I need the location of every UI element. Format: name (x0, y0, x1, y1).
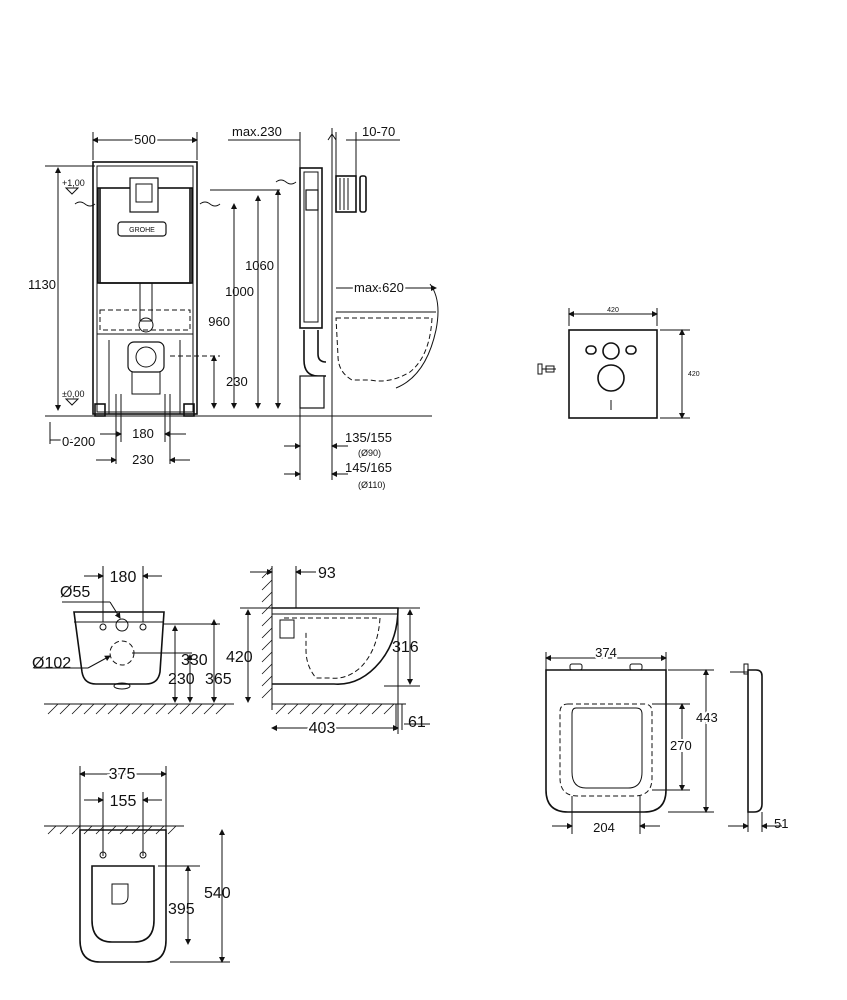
dim-height-total: 1130 (28, 277, 56, 292)
frame-front-view: GROHE 500 1130 +1,00 ±0,00 (28, 130, 432, 467)
dim-projection: max.620 (354, 280, 404, 295)
dim-side-depth: 403 (309, 720, 336, 737)
dim-bowl-h365: 365 (205, 671, 232, 688)
brand-logo-text: GROHE (129, 227, 155, 234)
dim-pipe-90: 135/155 (345, 430, 392, 445)
dim-spacing-230: 230 (132, 452, 154, 467)
dim-bowl-hole-spacing: 180 (110, 569, 137, 586)
dim-seat-length: 443 (696, 710, 718, 725)
dim-frame-width: 500 (134, 132, 156, 147)
level-zero-label: ±0,00 (62, 389, 84, 399)
dim-pipe-90-dia: (Ø90) (358, 448, 381, 458)
dim-side-height: 420 (226, 649, 253, 666)
bowl-front-view: 180 Ø55 Ø102 330 230 365 (32, 566, 234, 715)
dim-top-width: 375 (109, 766, 136, 783)
dim-top-hole-spacing: 155 (110, 793, 137, 810)
dim-bowl-h230: 230 (168, 671, 195, 688)
dim-seat-inner-length: 270 (670, 738, 692, 753)
floor-hatch (47, 703, 227, 715)
dim-height-960: 960 (208, 314, 230, 329)
frame-side-view: max.230 10-70 max.620 135/155 (Ø90) 145/… (228, 124, 439, 490)
dim-height-1060: 1060 (245, 258, 274, 273)
level-top-label: +1,00 (62, 178, 85, 188)
dim-hole-dia-small: Ø55 (60, 584, 90, 601)
dim-side-bottom: 61 (408, 714, 426, 731)
dim-seat-thickness: 51 (774, 816, 788, 831)
dim-depth-max: max.230 (232, 124, 282, 139)
dim-pipe-110-dia: (Ø110) (358, 480, 385, 490)
dim-side-rim: 316 (392, 639, 419, 656)
dim-seat-width: 374 (595, 645, 617, 660)
dim-seat-inner-width: 204 (593, 820, 615, 835)
wall-plate-view: 420 420 (537, 307, 700, 419)
seat-view: 374 443 270 204 51 (545, 643, 788, 835)
dim-height-230: 230 (226, 374, 248, 389)
dim-pipe-110: 145/165 (345, 460, 392, 475)
bowl-side-view: 93 420 316 403 61 (226, 565, 430, 739)
dim-bowl-h330: 330 (181, 652, 208, 669)
dim-plate-width: 420 (607, 307, 619, 314)
dim-height-1000: 1000 (225, 284, 254, 299)
dim-offset-range: 0-200 (62, 434, 95, 449)
dim-top-length: 540 (204, 885, 231, 902)
dim-top-inner: 395 (168, 901, 195, 918)
dim-wall-range: 10-70 (362, 124, 395, 139)
dim-side-offset: 93 (318, 565, 336, 582)
dim-plate-height: 420 (688, 371, 700, 378)
dim-hole-dia-large: Ø102 (32, 655, 71, 672)
bowl-top-view: 375 155 540 395 (44, 764, 231, 963)
dim-spacing-180: 180 (132, 426, 154, 441)
